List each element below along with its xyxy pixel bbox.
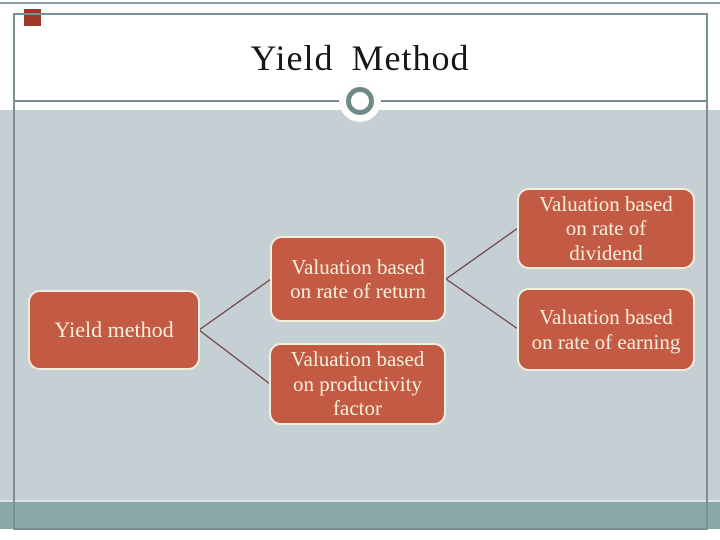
footer-divider-line xyxy=(0,500,720,502)
node-rate-of-return-label: Valuation based on rate of return xyxy=(290,254,426,303)
node-productivity-factor-label: Valuation based on productivity factor xyxy=(290,347,425,421)
slide-title: Yield Method xyxy=(250,38,470,78)
top-hairline xyxy=(0,2,720,4)
circle-ornament-icon xyxy=(346,87,374,115)
node-productivity-factor: Valuation based on productivity factor xyxy=(269,343,446,425)
node-yield-method: Yield method xyxy=(28,290,200,370)
node-rate-of-earning-label: Valuation based on rate of earning xyxy=(531,305,681,354)
node-rate-of-return: Valuation based on rate of return xyxy=(270,236,446,322)
footer-bar xyxy=(0,502,720,529)
node-yield-method-label: Yield method xyxy=(54,317,174,343)
node-rate-of-earning: Valuation based on rate of earning xyxy=(517,288,695,371)
node-rate-of-dividend-label: Valuation based on rate of dividend xyxy=(539,191,673,265)
node-rate-of-dividend: Valuation based on rate of dividend xyxy=(517,188,695,269)
